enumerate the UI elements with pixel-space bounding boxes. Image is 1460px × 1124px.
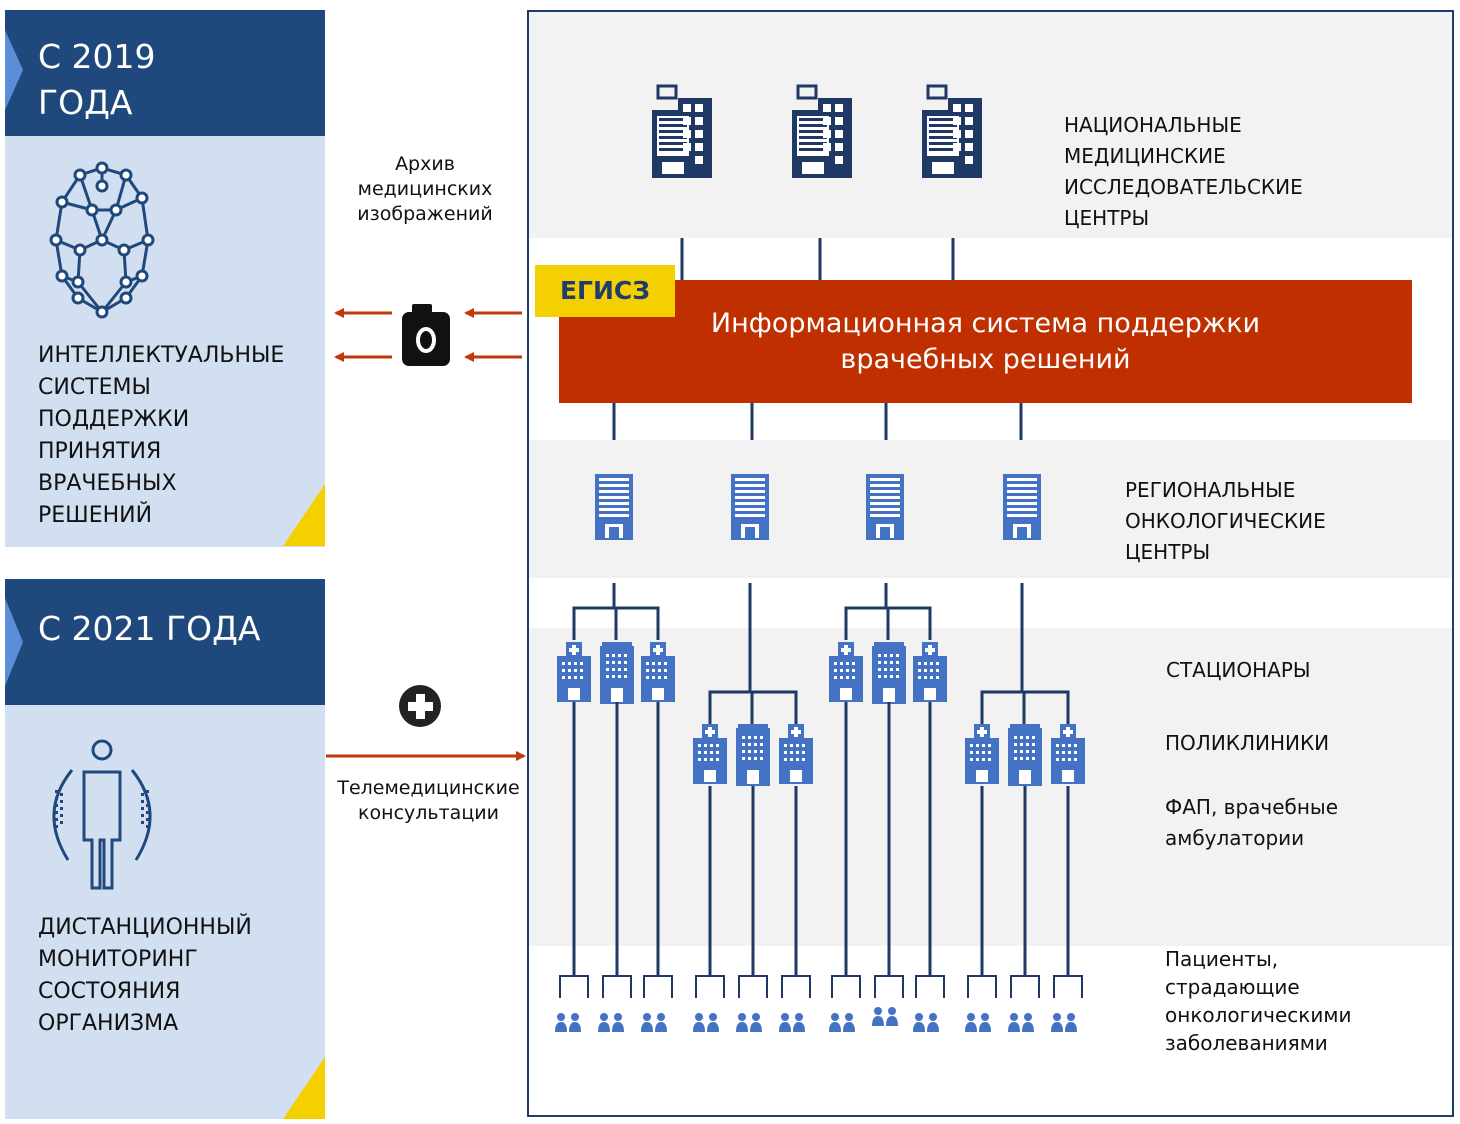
decision-support-system-text: Информационная система поддержки врачебн… [710,307,1261,375]
regional-buildings [595,474,1041,540]
national-buildings [650,84,984,180]
egisz-badge: ЕГИСЗ [535,265,675,317]
remote-monitoring-person-icon [52,739,152,890]
label-polyclinics: ПОЛИКЛИНИКИ [1165,731,1330,755]
label-regional-centers: РЕГИОНАЛЬНЫЕ ОНКОЛОГИЧЕСКИЕ ЦЕНТРЫ [1125,478,1326,564]
panel-2021-header-text: С 2021 ГОДА [38,609,261,648]
tree-lines [572,583,1070,724]
label-patients: Пациенты, страдающие онкологическими заб… [1165,947,1352,1055]
main-frame [527,10,1454,1117]
patient-drop-lines [572,702,1070,976]
neural-network-icon [49,161,155,319]
yellow-corner-2019 [283,484,325,546]
label-telemed: Телемедицинские консультации [337,777,520,824]
panel-2019-title: ИНТЕЛЛЕКТУАЛЬНЫЕ СИСТЕМЫ ПОДДЕРЖКИ ПРИНЯ… [38,343,285,528]
camera-icon [402,304,450,366]
archive-arrows [334,308,522,362]
label-archive: Архив медицинских изображений [357,153,493,225]
panel-2019-header [5,10,325,136]
facility-buildings [557,642,1085,786]
band-regional [529,440,1452,578]
yellow-corner-2021 [283,1057,325,1119]
medical-plus-icon [399,685,441,727]
label-fap: ФАП, врачебные амбулатории [1165,795,1339,850]
band-facilities [529,628,1452,946]
patient-groups [555,975,1083,1032]
label-hospitals: СТАЦИОНАРЫ [1166,658,1311,682]
panel-2019-header-text: С 2019 ГОДА [38,37,156,122]
header-chevron-2019 [5,30,23,110]
connector-lines-top [612,238,1023,440]
decision-support-system-bar: Информационная система поддержки врачебн… [559,280,1412,403]
label-national-centers: НАЦИОНАЛЬНЫЕ МЕДИЦИНСКИЕ ИССЛЕДОВАТЕЛЬСК… [1064,113,1303,230]
panel-2021-header [5,579,325,705]
panel-2021-title: ДИСТАНЦИОННЫЙ МОНИТОРИНГ СОСТОЯНИЯ ОРГАН… [38,915,252,1036]
header-chevron-2021 [5,598,23,686]
